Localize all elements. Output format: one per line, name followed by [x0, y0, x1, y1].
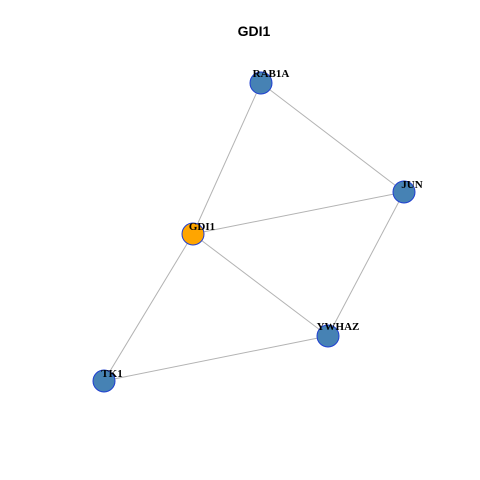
edge-gdi1-tk1	[103, 233, 194, 382]
node-rab1a[interactable]	[249, 71, 273, 95]
node-ywhaz[interactable]	[316, 324, 340, 348]
node-label-tk1: TK1	[101, 368, 122, 380]
graph-title: GDI1	[238, 23, 271, 39]
node-label-jun: JUN	[401, 179, 422, 191]
node-gdi1[interactable]	[181, 222, 205, 246]
node-label-ywhaz: YWHAZ	[317, 321, 360, 333]
node-tk1[interactable]	[92, 369, 116, 393]
edge-rab1a-gdi1	[192, 82, 262, 235]
node-label-rab1a: RAB1A	[253, 68, 290, 80]
edge-tk1-ywhaz	[103, 335, 329, 382]
edge-gdi1-jun	[192, 191, 405, 235]
edge-gdi1-ywhaz	[192, 233, 329, 337]
edge-rab1a-jun	[260, 82, 405, 193]
node-jun[interactable]	[392, 180, 416, 204]
edge-layer	[103, 82, 405, 382]
node-layer	[92, 71, 416, 393]
node-label-gdi1: GDI1	[189, 221, 215, 233]
edge-jun-ywhaz	[327, 191, 405, 337]
